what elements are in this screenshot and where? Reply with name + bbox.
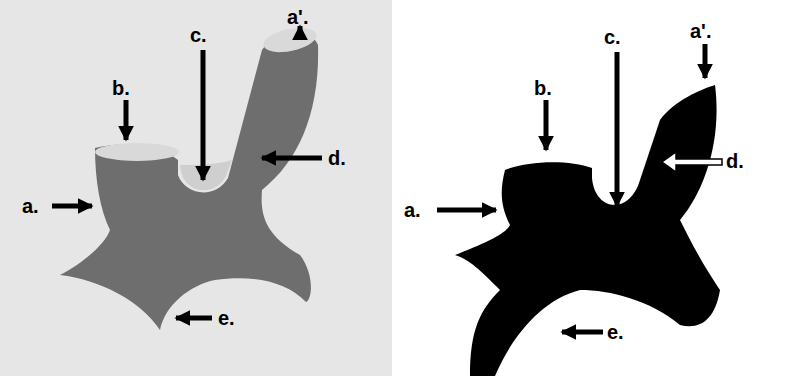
part-label: b. (112, 77, 130, 99)
hollow-arrow (662, 152, 722, 172)
vessel-3d (60, 32, 318, 330)
leader-arrows (437, 44, 705, 332)
part-label: a. (22, 195, 39, 217)
part-label: a'. (690, 20, 711, 42)
part-label: d. (328, 147, 346, 169)
part-label: e. (607, 321, 624, 343)
lumen-cap (261, 24, 318, 57)
part-label: e. (218, 307, 235, 329)
vessel-silhouette (455, 85, 720, 376)
bifurcation-notch (180, 160, 232, 190)
part-label: a. (404, 199, 421, 221)
lumen-cap (95, 143, 179, 161)
leader-arrows (52, 26, 322, 318)
panel-ground (0, 0, 392, 376)
part-label: c. (604, 26, 621, 48)
part-label: a'. (287, 6, 308, 28)
part-label: d. (726, 150, 744, 172)
part-label: c. (190, 24, 207, 46)
part-label: b. (534, 77, 552, 99)
